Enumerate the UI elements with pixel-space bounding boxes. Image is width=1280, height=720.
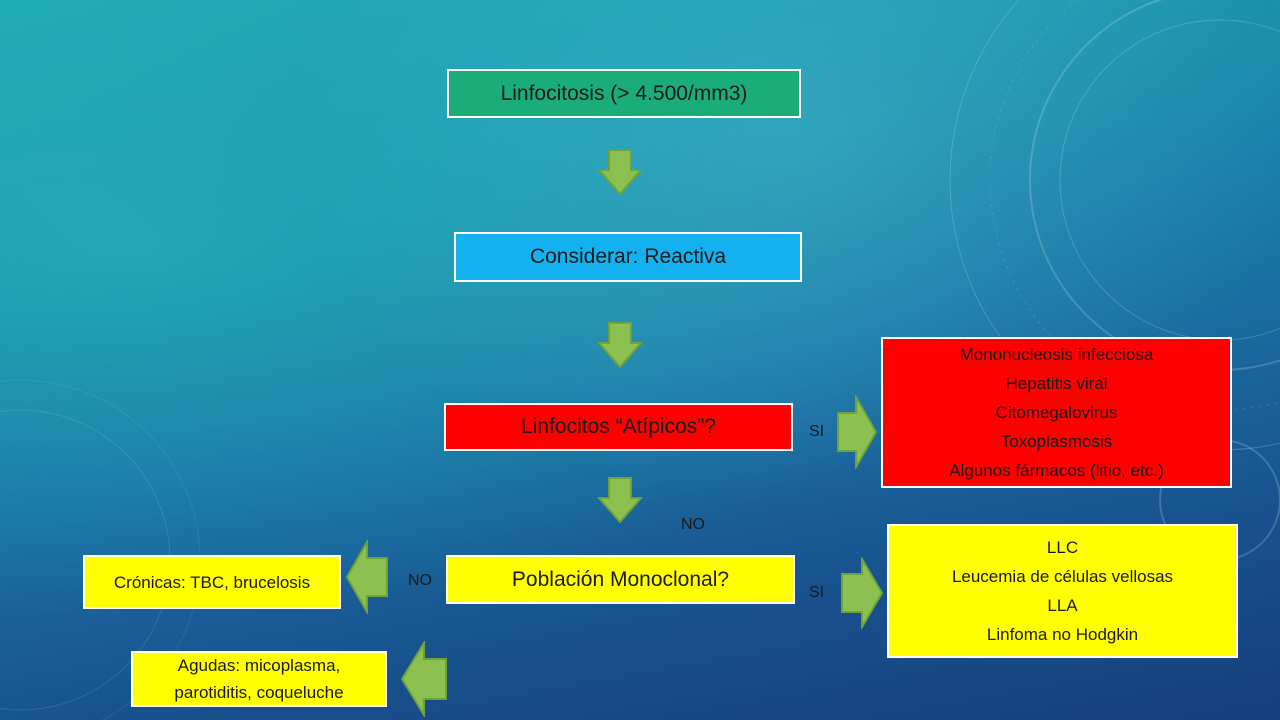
node-cronicas-label: Crónicas: TBC, brucelosis (113, 572, 311, 592)
red-list-item: Citomegalovirus (995, 403, 1118, 422)
node-agudas: Agudas: micoplasma, parotiditis, coquelu… (131, 651, 387, 707)
node-linfocitosis-label: Linfocitosis (> 4.500/mm3) (500, 81, 748, 105)
red-list-item: Hepatitis viral (1005, 374, 1108, 393)
arrow-right-icon (841, 557, 884, 629)
yellow-list-item: Linfoma no Hodgkin (986, 625, 1139, 644)
node-atipicos: Linfocitos “Atípicos”? (444, 403, 793, 451)
arrow-left-icon (345, 540, 388, 614)
arrow-down-icon (597, 149, 643, 196)
node-monoclonal-label: Población Monoclonal? (511, 567, 730, 591)
node-considerar-label: Considerar: Reactiva (529, 245, 727, 269)
node-cronicas: Crónicas: TBC, brucelosis (83, 555, 341, 609)
arrow-down-icon (597, 477, 643, 524)
arrow-left-icon (400, 641, 447, 717)
node-linfocitosis: Linfocitosis (> 4.500/mm3) (447, 69, 801, 118)
label-si-monoclonal: SI (809, 584, 825, 601)
node-agudas-label: Agudas: micoplasma, parotiditis, coquelu… (174, 656, 344, 702)
node-considerar: Considerar: Reactiva (454, 232, 802, 282)
red-list-item: Algunos fármacos (litio, etc.) (949, 461, 1164, 480)
label-si-atipicos: SI (809, 423, 825, 440)
node-atipicos-label: Linfocitos “Atípicos”? (521, 415, 716, 439)
yellow-causes-list: LLC Leucemia de células vellosas LLA Lin… (887, 524, 1238, 658)
red-causes-list: Mononucleosis infecciosa Hepatitis viral… (881, 337, 1232, 488)
red-list-item: Mononucleosis infecciosa (959, 345, 1154, 364)
red-list-item: Toxoplasmosis (1000, 432, 1113, 451)
yellow-list-item: Leucemia de células vellosas (951, 567, 1174, 586)
yellow-list-item: LLA (1047, 596, 1078, 615)
arrow-right-icon (837, 395, 878, 469)
label-no-atipicos: NO (681, 516, 705, 533)
yellow-list-item: LLC (1046, 538, 1079, 557)
arrow-down-icon (597, 322, 643, 369)
label-no-monoclonal: NO (408, 572, 432, 589)
node-monoclonal: Población Monoclonal? (446, 555, 795, 604)
